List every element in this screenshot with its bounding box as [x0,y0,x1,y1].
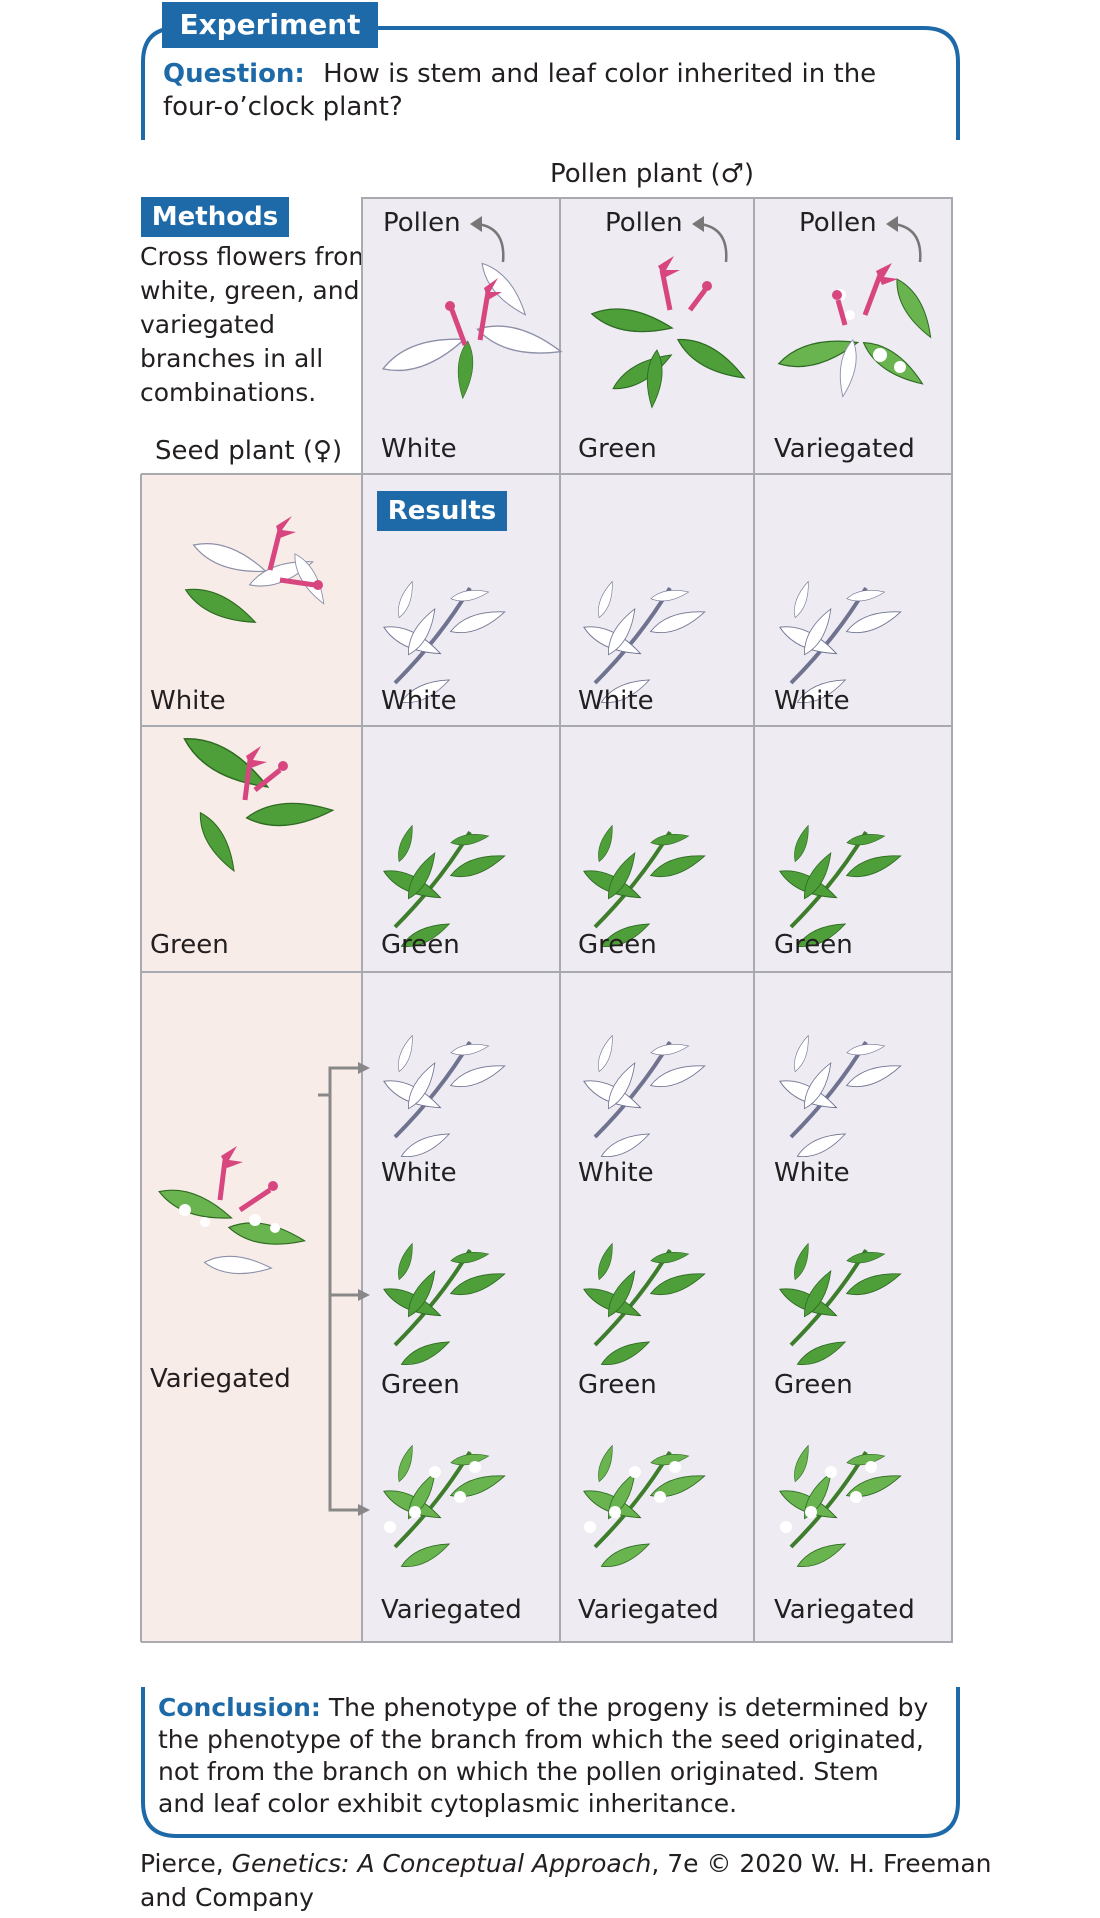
leaf-branch-green [776,823,904,953]
results-tag: Results [377,491,507,531]
methods-tag: Methods [141,197,289,237]
result-label: Green [578,930,657,960]
leaf-branch-white [776,579,904,709]
methods-text: Cross flowers from white, green, and var… [140,242,373,407]
result-label: White [578,1158,654,1188]
result-label: White [578,686,654,716]
pollen-phenotype-white: White [381,434,457,464]
pollen-plant-white [378,257,565,400]
pollen-plant-green [589,256,750,409]
seed-label-variegated: Variegated [150,1364,291,1394]
pollen-phenotype-green: Green [578,434,657,464]
result-label: Green [381,930,460,960]
leaf-branch-green [776,1241,904,1371]
conclusion-text: Conclusion: The phenotype of the progeny… [158,1693,929,1818]
result-label: Variegated [578,1595,719,1625]
seed-column-area [141,474,362,1642]
pollen-plant-label: Pollen plant (♂) [550,159,755,189]
pollen-plant-variegated [775,263,939,399]
seed-plant-variegated [155,1146,307,1278]
progeny-branches [380,579,904,1573]
question-text-line2: four-o’clock plant? [163,92,403,122]
experiment-frame [141,26,960,140]
leaf-branch-white [380,1033,508,1163]
leaf-branch-green [380,823,508,953]
leaf-branch-white [580,579,708,709]
question-label: Question: [163,59,305,89]
result-label: Variegated [381,1595,522,1625]
seed-plant-label: Seed plant (♀) [155,436,343,466]
leaf-branch-white [776,1033,904,1163]
result-label: White [381,686,457,716]
seed-plant-white [180,516,331,632]
result-label: Green [774,1370,853,1400]
leaf-branch-white [380,579,508,709]
result-label: Green [774,930,853,960]
result-label: White [774,1158,850,1188]
pollen-phenotype-variegated: Variegated [774,434,915,464]
leaf-branch-variegated [580,1443,708,1573]
bracket-arrow-icon [318,1062,370,1516]
leaf-branch-green [380,1241,508,1371]
leaf-branch-green [580,1241,708,1371]
grid-lines [140,197,953,1643]
result-label: Green [578,1370,657,1400]
experiment-tag: Experiment [162,2,378,48]
leaf-branch-variegated [380,1443,508,1573]
result-label: White [774,686,850,716]
result-label: Green [381,1370,460,1400]
pollen-label-variegated: Pollen [799,208,877,238]
question-text: Question: How is stem and leaf color inh… [163,59,877,89]
leaf-branch-variegated [776,1443,904,1573]
seed-label-green: Green [150,930,229,960]
pollen-arrow-icon [470,216,922,263]
result-label: White [381,1158,457,1188]
seed-label-white: White [150,686,226,716]
conclusion-label: Conclusion: [158,1693,321,1722]
pollen-label-green: Pollen [605,208,683,238]
pollen-label-white: Pollen [383,208,461,238]
result-label: Variegated [774,1595,915,1625]
citation: Pierce, Genetics: A Conceptual Approach,… [140,1849,992,1912]
plant-drawings [155,256,939,1278]
leaf-branch-green [580,823,708,953]
leaf-branch-white [580,1033,708,1163]
seed-plant-green [177,727,335,876]
